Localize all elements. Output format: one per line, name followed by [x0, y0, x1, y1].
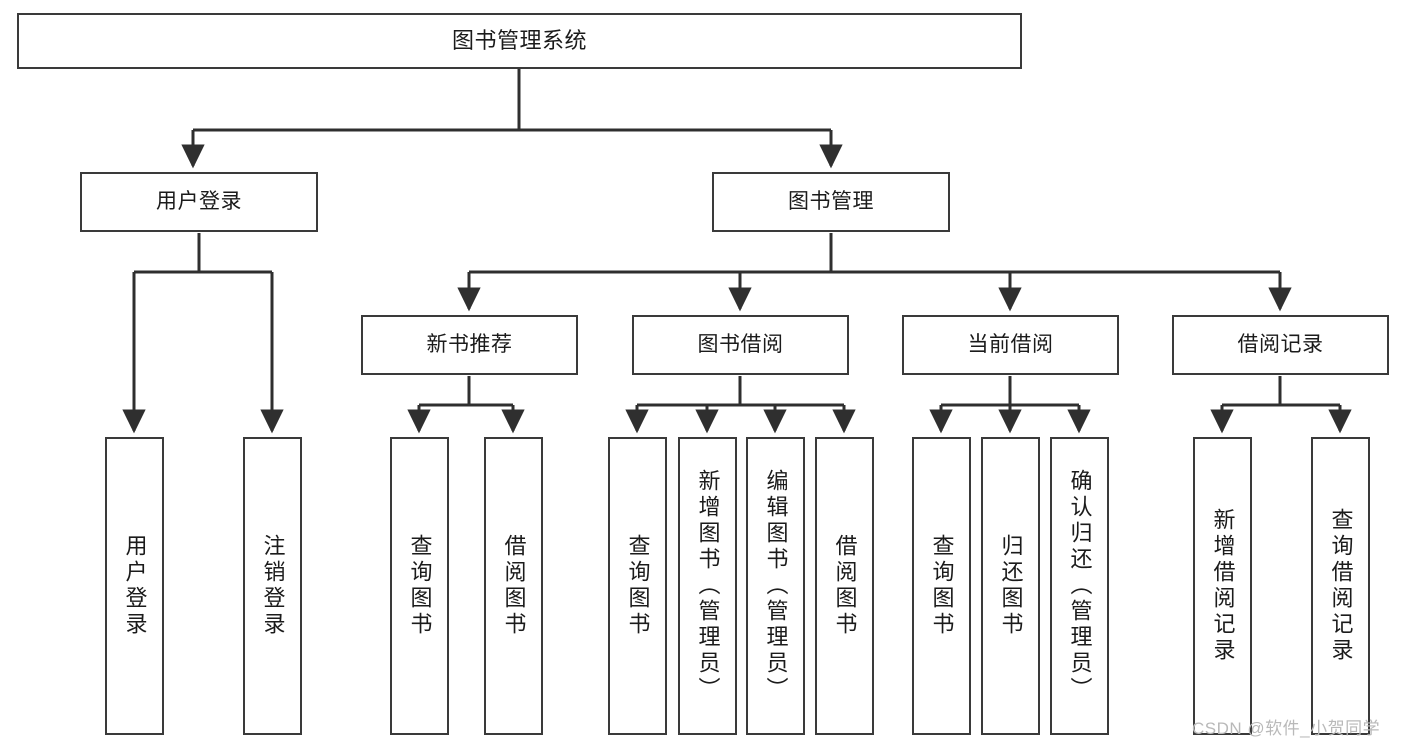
node-root[interactable]: 图书管理系统: [17, 13, 1022, 69]
leaf-confirm-return[interactable]: 确认归还（管理员）: [1050, 437, 1109, 735]
leaf-query-record[interactable]: 查询借阅记录: [1311, 437, 1370, 735]
csdn-watermark: CSDN @软件_小贺同学: [1192, 719, 1381, 738]
leaf-borrow-book-1-label: 借阅图书: [501, 534, 527, 638]
leaf-query-book-2-label: 查询图书: [625, 534, 651, 638]
leaf-add-record[interactable]: 新增借阅记录: [1193, 437, 1252, 735]
leaf-query-book-1[interactable]: 查询图书: [390, 437, 449, 735]
leaf-borrow-book-1[interactable]: 借阅图书: [484, 437, 543, 735]
node-borrow-record-label: 借阅记录: [1237, 332, 1324, 356]
leaf-query-record-label: 查询借阅记录: [1328, 508, 1354, 664]
node-root-label: 图书管理系统: [451, 28, 587, 54]
leaf-logout-label: 注销登录: [260, 534, 286, 638]
leaf-add-book[interactable]: 新增图书（管理员）: [678, 437, 737, 735]
leaf-edit-book-label: 编辑图书（管理员）: [763, 469, 789, 703]
leaf-return-book[interactable]: 归还图书: [981, 437, 1040, 735]
node-book-management-label: 图书管理: [788, 189, 874, 213]
node-book-borrow-label: 图书借阅: [697, 332, 784, 356]
node-current-borrow-label: 当前借阅: [967, 332, 1054, 356]
leaf-add-record-label: 新增借阅记录: [1210, 508, 1236, 664]
leaf-add-book-label: 新增图书（管理员）: [695, 469, 721, 703]
leaf-query-book-3[interactable]: 查询图书: [912, 437, 971, 735]
node-new-book-recommend[interactable]: 新书推荐: [361, 315, 578, 375]
node-current-borrow[interactable]: 当前借阅: [902, 315, 1119, 375]
leaf-borrow-book-2[interactable]: 借阅图书: [815, 437, 874, 735]
node-book-borrow[interactable]: 图书借阅: [632, 315, 849, 375]
node-borrow-record[interactable]: 借阅记录: [1172, 315, 1389, 375]
leaf-return-book-label: 归还图书: [998, 534, 1024, 638]
leaf-query-book-2[interactable]: 查询图书: [608, 437, 667, 735]
node-user-login[interactable]: 用户登录: [80, 172, 318, 232]
leaf-query-book-1-label: 查询图书: [407, 534, 433, 638]
leaf-user-login-label: 用户登录: [122, 534, 148, 638]
node-new-book-recommend-label: 新书推荐: [426, 332, 513, 356]
node-user-login-label: 用户登录: [156, 189, 242, 213]
leaf-borrow-book-2-label: 借阅图书: [832, 534, 858, 638]
leaf-logout[interactable]: 注销登录: [243, 437, 302, 735]
leaf-user-login[interactable]: 用户登录: [105, 437, 164, 735]
leaf-query-book-3-label: 查询图书: [929, 534, 955, 638]
leaf-edit-book[interactable]: 编辑图书（管理员）: [746, 437, 805, 735]
node-book-management[interactable]: 图书管理: [712, 172, 950, 232]
leaf-confirm-return-label: 确认归还（管理员）: [1067, 469, 1093, 703]
